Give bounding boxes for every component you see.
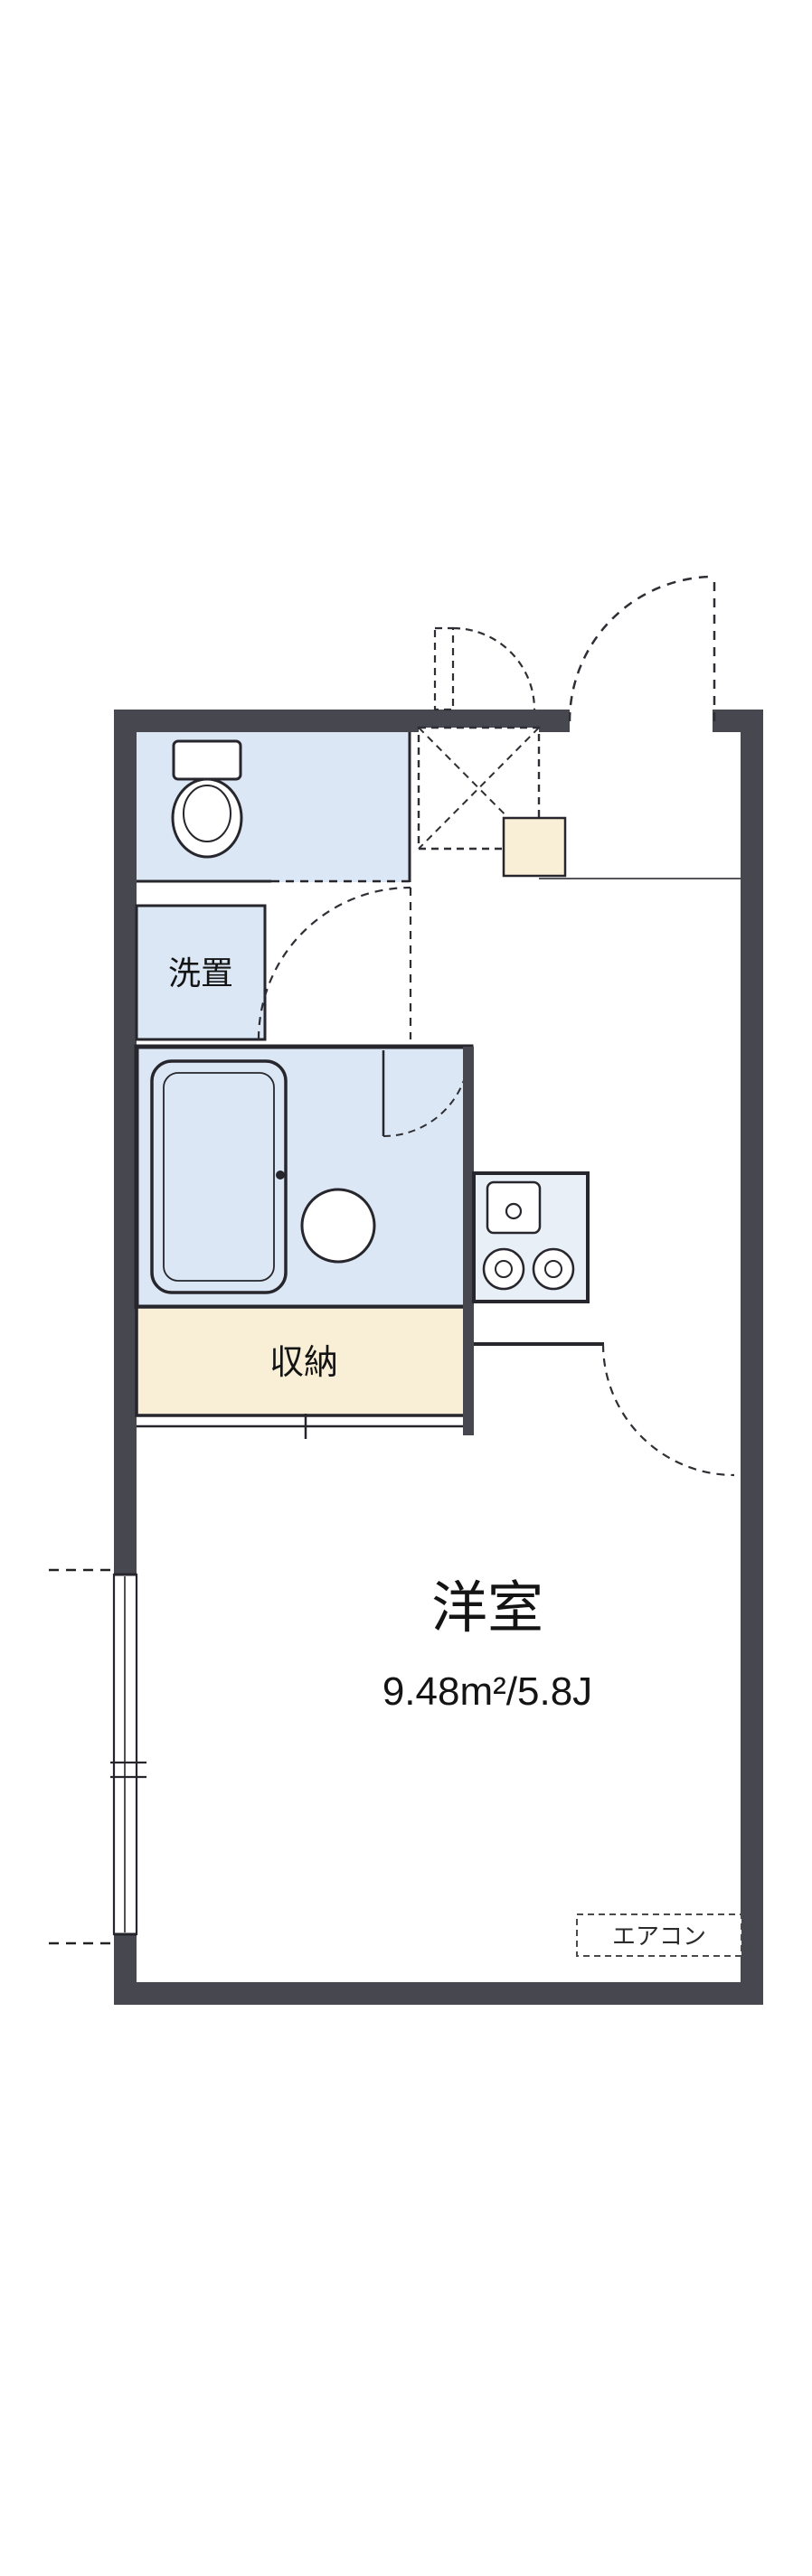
stove-burner-right	[532, 1247, 575, 1291]
sink-drain	[505, 1202, 523, 1220]
entrance-door-swing	[433, 575, 716, 722]
bathtub-inner	[163, 1072, 275, 1282]
main-room-label: 洋室 9.48m²/5.8J	[382, 1577, 592, 1714]
washroom-door-arc	[257, 886, 411, 1040]
aircon: エアコン	[576, 1913, 742, 1957]
closet: 収納	[135, 1305, 473, 1439]
entrance-door-panel	[433, 626, 455, 711]
toilet-bowl-inner	[183, 785, 231, 842]
bathtub-faucet-dot	[276, 1170, 285, 1180]
exterior-walls	[114, 710, 763, 2005]
left-window	[110, 1573, 146, 1936]
boundary-dashes	[49, 1568, 114, 1945]
kitchen-counter	[472, 1171, 590, 1303]
closet-label: 収納	[269, 1344, 338, 1382]
main-room-area: 9.48m²/5.8J	[382, 1669, 592, 1714]
stove-burner-left-inner	[495, 1260, 513, 1278]
wall-left-upper	[114, 710, 137, 1575]
bathroom-floor	[134, 1044, 474, 1310]
bath-drain-circle	[300, 1188, 376, 1264]
partition-wall	[463, 1047, 474, 1435]
room-door-arc	[601, 1343, 735, 1477]
shoe-cabinet-diagonal-2	[418, 727, 540, 850]
aircon-label: エアコン	[612, 1923, 706, 1950]
wall-bottom	[114, 1982, 763, 2005]
toilet-bowl	[171, 777, 243, 859]
bathtub	[150, 1059, 288, 1294]
wall-left-lower	[114, 1934, 137, 2005]
washroom-door-swing	[257, 886, 412, 1040]
entrance-door-arc-small	[452, 626, 536, 710]
aircon-box	[576, 1913, 742, 1957]
washer-box	[135, 904, 267, 1041]
main-room-name: 洋室	[431, 1577, 543, 1640]
wall-right	[741, 710, 763, 2005]
entrance-step	[502, 816, 567, 878]
washer-area: 洗置	[135, 904, 267, 1041]
toilet-room	[137, 732, 411, 883]
toilet-tank	[172, 739, 242, 781]
bathroom	[134, 1044, 474, 1310]
toilet-icon	[171, 739, 243, 859]
entrance-door-arc	[568, 575, 715, 722]
stove-burner-right-inner	[544, 1260, 562, 1278]
stove-burner-left	[482, 1247, 525, 1291]
washer-label: 洗置	[168, 954, 233, 992]
